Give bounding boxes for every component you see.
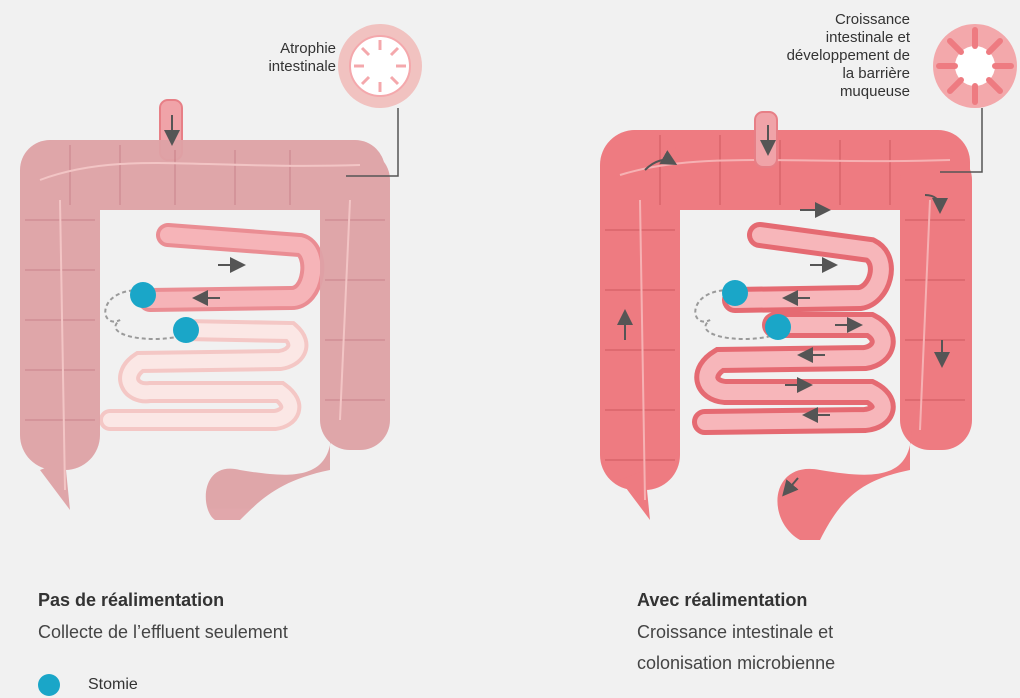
- right-stoma-distal: [765, 314, 791, 340]
- left-stoma-proximal: [130, 282, 156, 308]
- left-caption-subtitle: Collecte de l’effluent seulement: [38, 617, 288, 648]
- left-small-bowel-distal: [110, 330, 297, 420]
- legend: Stomie: [38, 672, 138, 698]
- stoma-legend-label: Stomie: [88, 676, 138, 694]
- right-villi-icon: [933, 24, 1017, 108]
- right-stoma-proximal: [722, 280, 748, 306]
- left-annotation: Atrophie intestinale: [250, 40, 336, 76]
- left-stoma-distal: [173, 317, 199, 343]
- left-villi-icon: [338, 24, 422, 108]
- right-caption-title: Avec réalimentation: [637, 590, 807, 611]
- left-caption-title: Pas de réalimentation: [38, 590, 224, 611]
- right-annotation: Croissance intestinale et développement …: [728, 11, 910, 101]
- stoma-legend-swatch: [38, 674, 60, 696]
- right-caption-subtitle: Croissance intestinale et colonisation m…: [637, 617, 835, 679]
